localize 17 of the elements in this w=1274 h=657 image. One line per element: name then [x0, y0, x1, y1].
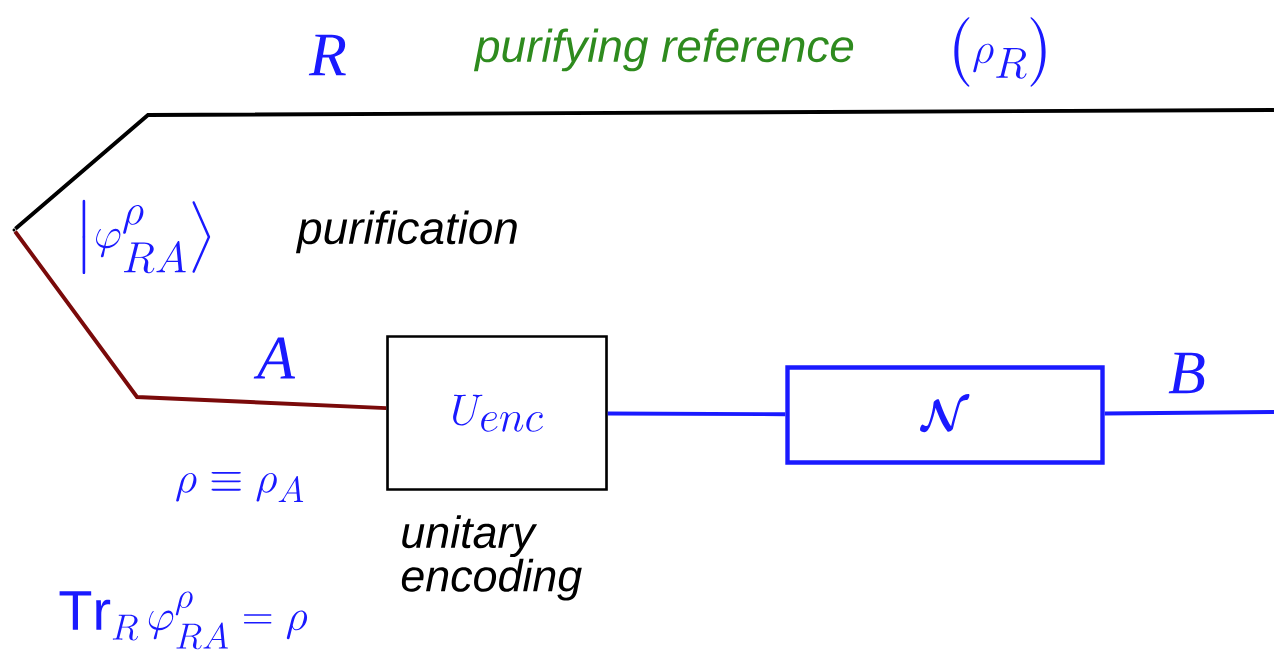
reference-label: purifying reference [473, 28, 854, 72]
channel-box: $\boldsymbol{\mathcal{N}}$ [785, 365, 1105, 465]
wire [1104, 410, 1274, 416]
formula: $\bigl|\varphi^{\rho}_{RA}\bigr\rangle$ [82, 199, 211, 275]
formula: $\mathrm{Tr}_R\,\varphi^{\rho}_{RA} = \rho$ [59, 591, 308, 650]
formula: $\bigl(\rho_R\bigr)$ [954, 17, 1046, 87]
wire-junction [12, 228, 16, 232]
wire [14, 108, 1274, 231]
encoder-box: $U_{enc}$ [386, 335, 608, 491]
formula: $\rho \equiv \rho_A$ [176, 471, 304, 503]
purification-label: purification [296, 210, 517, 254]
wire-label: B [1168, 352, 1205, 394]
wire-label: A [253, 337, 296, 379]
node-label: unitary encoding [401, 515, 582, 601]
wire-label: R [308, 34, 346, 76]
wire [607, 411, 786, 417]
wire [13, 230, 387, 410]
